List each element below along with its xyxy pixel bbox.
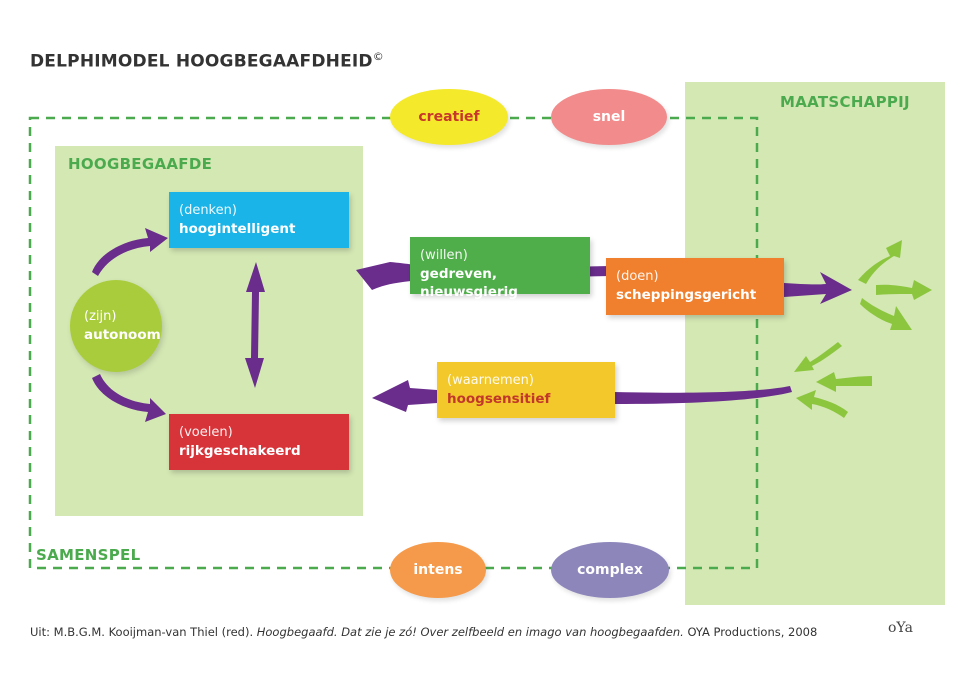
diagram-title: DELPHIMODEL HOOGBEGAAFDHEID© <box>30 50 384 72</box>
arrow-waarnemen-inward <box>614 386 792 404</box>
oya-logo: oYa <box>888 620 913 636</box>
society-arrow-in-2 <box>816 372 872 392</box>
trait-complex: complex <box>551 542 669 598</box>
citation-prefix: Uit: M.B.G.M. Kooijman-van Thiel (red). <box>30 625 257 639</box>
arrow-doen-outward <box>784 272 852 304</box>
society-arrow-in-1 <box>794 342 842 372</box>
hoogbegaafde-label: HOOGBEGAAFDE <box>68 155 213 173</box>
node-main: scheppingsgericht <box>616 287 757 303</box>
samenspel-frame <box>28 116 759 570</box>
trait-snel: snel <box>551 89 667 145</box>
trait-intens: intens <box>390 542 486 598</box>
node-sub: (zijn) <box>84 309 117 324</box>
arrow-autonoom-to-denken <box>92 228 168 276</box>
arrow-hoogsensitief-inward <box>372 380 437 412</box>
citation-book-title: Hoogbegaafd. Dat zie je zó! Over zelfbee… <box>256 625 684 639</box>
node-sub: (denken) <box>179 203 237 218</box>
society-arrow-out-2 <box>876 280 932 300</box>
trait-creatief: creatief <box>390 89 508 145</box>
trait-label: complex <box>577 562 643 578</box>
society-arrow-out-3 <box>860 298 912 330</box>
arrow-denken-voelen <box>245 262 265 388</box>
node-waarnemen-hoogsensitief: (waarnemen) hoogsensitief <box>437 362 615 418</box>
arrow-autonoom-to-voelen <box>92 374 166 422</box>
node-voelen-rijkgeschakeerd: (voelen) rijkgeschakeerd <box>169 414 349 470</box>
node-main: hoogsensitief <box>447 391 551 407</box>
node-main: gedreven, nieuwsgierig <box>420 266 518 300</box>
copyright-mark: © <box>372 50 384 63</box>
society-arrow-in-3 <box>796 390 848 418</box>
node-main: hoogintelligent <box>179 221 296 237</box>
trait-label: intens <box>413 562 463 578</box>
trait-label: snel <box>592 109 626 125</box>
node-sub: (willen) <box>420 248 468 263</box>
samenspel-label: SAMENSPEL <box>36 546 141 564</box>
node-doen-scheppingsgericht: (doen) scheppingsgericht <box>606 258 784 315</box>
node-sub: (voelen) <box>179 425 233 440</box>
maatschappij-panel <box>685 82 945 605</box>
node-denken-hoogintelligent: (denken) hoogintelligent <box>169 192 349 248</box>
node-sub: (waarnemen) <box>447 373 534 388</box>
node-main: autonoom <box>84 327 161 343</box>
title-text: DELPHIMODEL HOOGBEGAAFDHEID <box>30 51 373 72</box>
node-zijn-autonoom: (zijn) autonoom <box>70 280 162 372</box>
citation-publisher: OYA Productions, 2008 <box>683 625 818 639</box>
trait-label: creatief <box>418 109 480 125</box>
source-citation: Uit: M.B.G.M. Kooijman-van Thiel (red). … <box>30 625 817 639</box>
node-sub: (doen) <box>616 269 659 284</box>
maatschappij-label: MAATSCHAPPIJ <box>780 93 910 111</box>
node-main: rijkgeschakeerd <box>179 443 301 459</box>
node-willen-gedreven: (willen) gedreven, nieuwsgierig <box>410 237 590 300</box>
society-arrow-out-1 <box>858 240 902 284</box>
